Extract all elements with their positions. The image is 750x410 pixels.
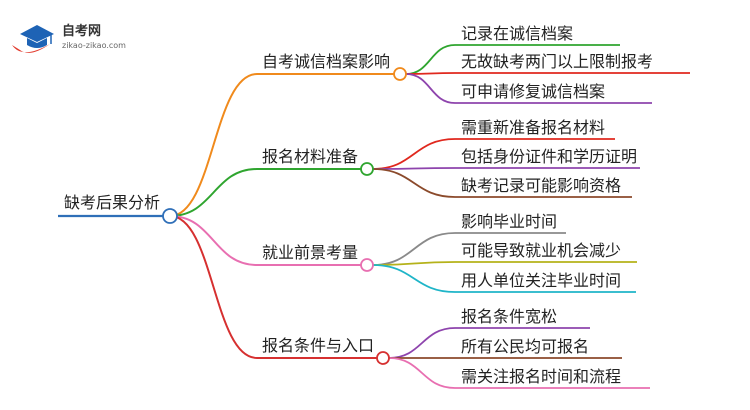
leaf-label: 包括身份证件和学历证明 [461, 147, 637, 166]
branch-connector [169, 215, 258, 266]
leaf-label: 报名条件宽松 [461, 307, 557, 326]
leaf-connector [372, 138, 456, 170]
leaf-connector [405, 73, 456, 104]
leaf-label: 影响毕业时间 [461, 212, 557, 231]
branch-label: 就业前景考量 [262, 243, 358, 262]
branch-label: 自考诚信档案影响 [262, 52, 390, 71]
node-circles [162, 67, 407, 365]
leaf-label: 无故缺考两门以上限制报考 [461, 52, 653, 71]
leaf-connector [405, 44, 456, 75]
branch-node[interactable] [393, 67, 407, 81]
connector-lines [58, 44, 690, 389]
leaf-label: 可能导致就业机会减少 [461, 241, 621, 260]
leaf-label: 记录在诚信档案 [461, 24, 573, 43]
branch-connector [169, 168, 258, 217]
node-labels: 缺考后果分析 自考诚信档案影响 记录在诚信档案无故缺考两门以上限制报考可申请修复诚信… [64, 24, 653, 386]
branch-connector [169, 73, 258, 217]
leaf-label: 需关注报名时间和流程 [461, 367, 621, 386]
site-logo: 自考网 zikao-zikao.com [12, 23, 126, 53]
logo-url: zikao-zikao.com [62, 41, 126, 50]
leaf-label: 缺考记录可能影响资格 [461, 176, 621, 195]
branch-label: 报名条件与入口 [262, 336, 374, 355]
logo-cap-top [20, 25, 54, 42]
leaf-connector [372, 167, 456, 170]
root-node[interactable] [162, 208, 178, 224]
leaf-connector [372, 232, 456, 266]
leaf-connector [388, 327, 456, 359]
logo-cap-base [27, 38, 47, 48]
branch-connector [169, 215, 258, 359]
branch-label: 报名材料准备 [262, 147, 358, 166]
leaf-label: 需重新准备报名材料 [461, 118, 605, 137]
leaf-connector [372, 264, 456, 293]
leaf-connector [405, 72, 456, 75]
logo-swoosh [12, 44, 50, 53]
root-label: 缺考后果分析 [64, 193, 160, 212]
branch-node[interactable] [360, 162, 374, 176]
branch-node[interactable] [360, 258, 374, 272]
leaf-label: 用人单位关注毕业时间 [461, 271, 621, 290]
leaf-connector [388, 357, 456, 389]
leaf-label: 所有公民均可报名 [461, 337, 589, 356]
leaf-label: 可申请修复诚信档案 [461, 82, 605, 101]
graduation-cap-icon [12, 25, 54, 53]
logo-title: 自考网 [62, 23, 101, 39]
branch-node[interactable] [376, 351, 390, 365]
leaf-connector [372, 168, 456, 198]
